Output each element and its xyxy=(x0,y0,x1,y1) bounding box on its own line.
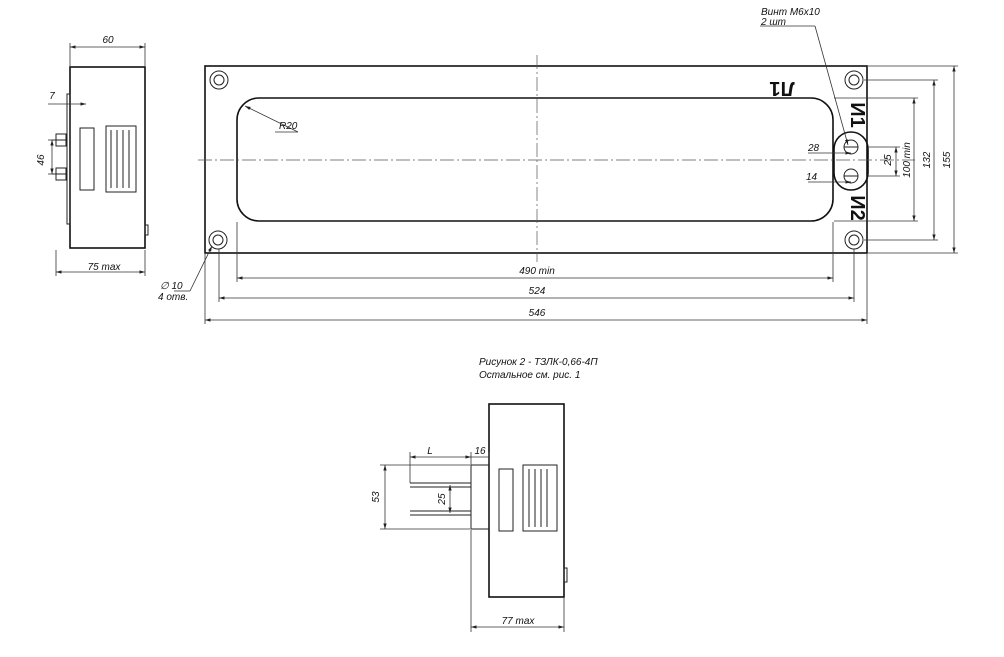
mount-hole-top-left xyxy=(209,70,229,90)
terminal-stub xyxy=(470,464,490,530)
dim-25: 25 xyxy=(883,154,894,167)
mount-hole-bottom-left xyxy=(208,230,228,250)
dim-546: 546 xyxy=(529,308,546,319)
dim-7: 7 xyxy=(49,91,55,102)
terminal-label-i2: И2 xyxy=(846,195,868,221)
terminal-label-l1: Л1 xyxy=(769,77,794,99)
dim-28: 28 xyxy=(807,143,820,154)
front-view xyxy=(174,25,958,324)
figure-caption: Рисунок 2 - ТЗЛК-0,66-4П xyxy=(479,357,598,368)
dim-hole-diameter: ∅ 10 xyxy=(160,281,183,292)
front-view-body xyxy=(204,65,868,254)
dim-l: L xyxy=(427,446,433,457)
dim-490-min: 490 min xyxy=(519,266,555,277)
dim-524: 524 xyxy=(529,286,546,297)
nameplate-icon-bottom xyxy=(522,464,558,532)
dim-60: 60 xyxy=(102,35,114,46)
screw-icon-bottom xyxy=(843,168,859,184)
dim-100-min: 100 min xyxy=(902,142,913,178)
front-window xyxy=(236,97,834,222)
screw-qty-label: 2 шт xyxy=(760,17,786,28)
dim-hole-count: 4 отв. xyxy=(158,292,188,303)
bottom-view-window xyxy=(498,468,514,532)
bottom-view-body xyxy=(488,403,565,598)
dim-14: 14 xyxy=(806,172,818,183)
terminal-label-i1: И1 xyxy=(846,102,868,128)
figure-caption-note: Остальное см. рис. 1 xyxy=(479,370,580,381)
screw-label: Винт М6х10 xyxy=(761,7,820,18)
dim-53: 53 xyxy=(371,491,382,503)
nameplate-icon xyxy=(105,125,137,193)
dim-155: 155 xyxy=(942,151,953,168)
dim-132: 132 xyxy=(922,151,933,168)
mount-hole-bottom-right xyxy=(844,230,864,250)
dim-75-max: 75 max xyxy=(88,262,122,273)
side-view-bottom xyxy=(380,403,568,632)
mount-hole-top-right xyxy=(844,70,864,90)
screw-icon-top xyxy=(843,139,859,155)
dim-46: 46 xyxy=(36,154,47,166)
terminal-block xyxy=(833,131,869,191)
side-view-top xyxy=(48,43,149,276)
side-view-window xyxy=(79,127,95,191)
dim-16: 16 xyxy=(474,446,486,457)
dim-r20: R20 xyxy=(279,121,298,132)
dim-25-bottom: 25 xyxy=(437,493,448,506)
side-view-body xyxy=(69,66,146,249)
dim-77-max: 77 max xyxy=(502,616,536,627)
